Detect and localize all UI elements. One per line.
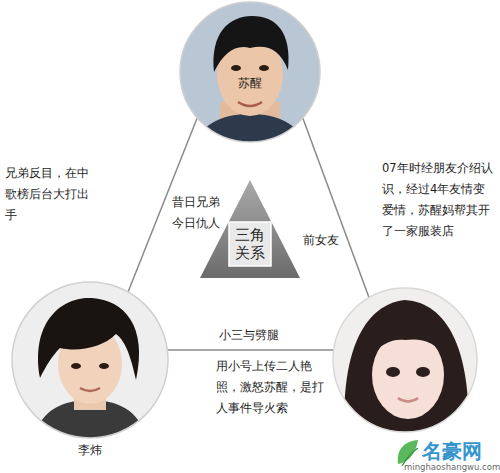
center-title: 三角关系 [234, 226, 266, 262]
person-name: 苏醒 [238, 76, 262, 91]
relation-line [167, 349, 333, 351]
watermark-url: minghaoshangwu.com [404, 462, 500, 472]
relation-tag: 小三与劈腿 [219, 325, 309, 346]
portrait-circle: 李炜 [12, 282, 168, 438]
portrait-photo [333, 288, 477, 440]
watermark: 名豪网 [422, 439, 500, 463]
relation-note: 兄弟反目，在中歌榜后台大打出手 [5, 163, 100, 226]
portrait-photo [180, 2, 320, 142]
relation-tag: 前女友 [303, 230, 353, 251]
relation-tag: 昔日兄弟 今日仇人 [172, 192, 224, 234]
relation-note: 07年时经朋友介绍认识，经过4年友情变爱情，苏醒妈帮其开了一家服装店 [382, 158, 496, 242]
relation-note: 用小号上传二人艳照，激怒苏醒，是打人事件导火索 [216, 356, 324, 419]
portrait-photo [12, 282, 168, 438]
portrait-circle: 苏醒 [180, 2, 320, 142]
relation-line [303, 118, 369, 298]
person-name: 李炜 [78, 443, 102, 458]
